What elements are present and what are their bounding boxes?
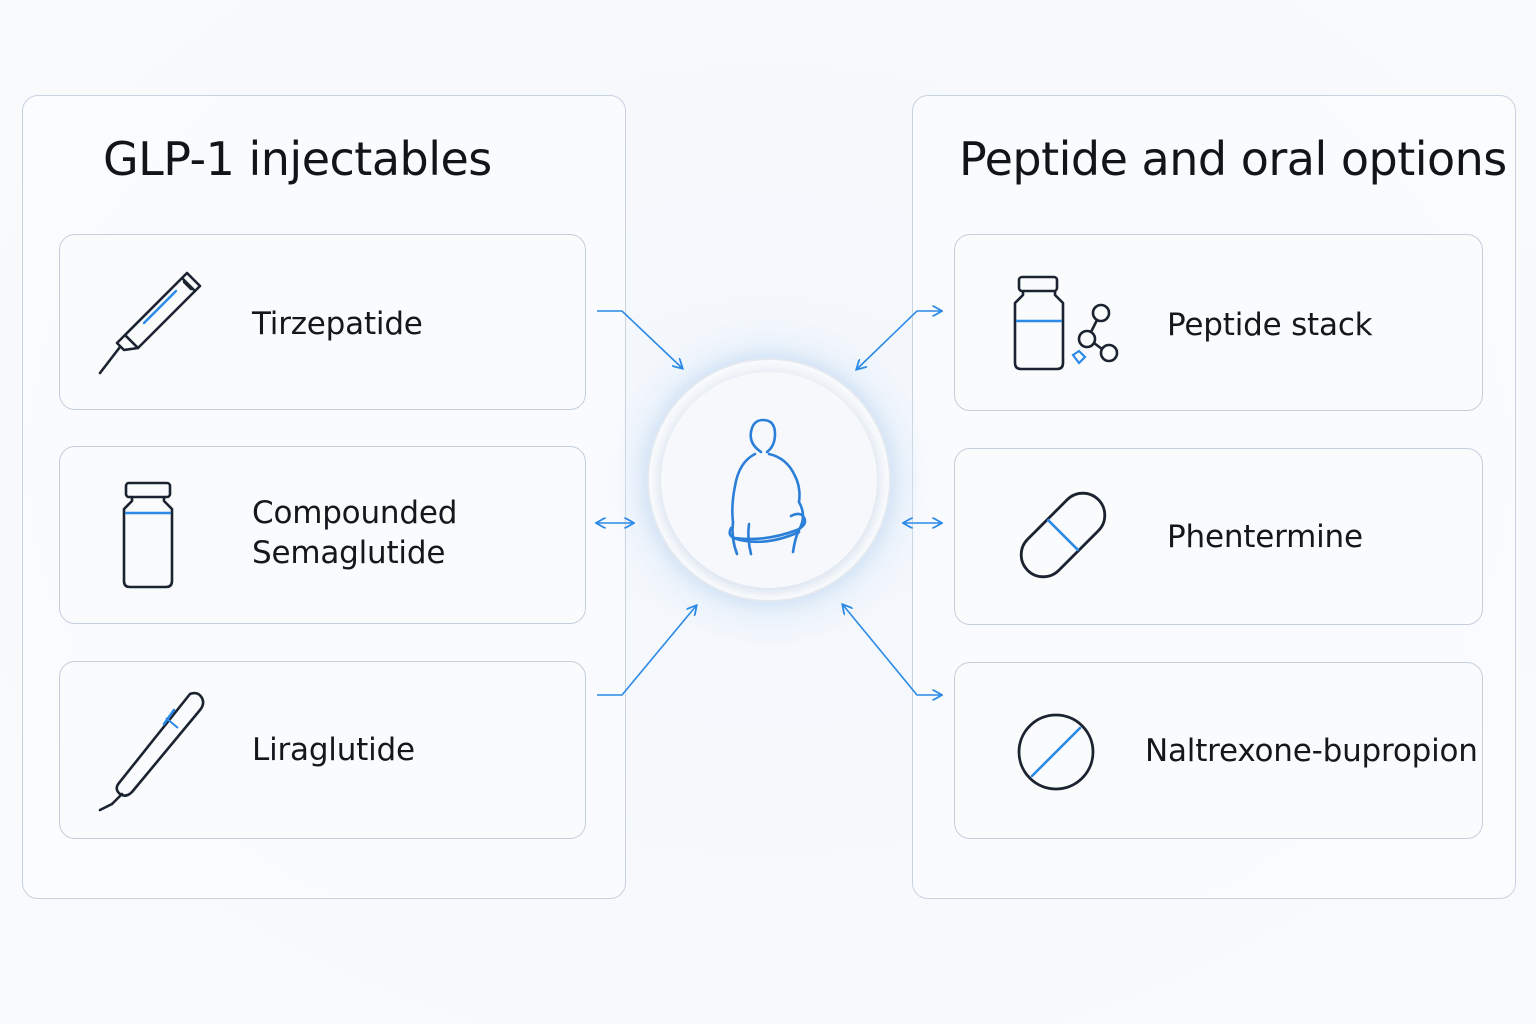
label-compounded: Compounded <box>252 495 458 531</box>
card-peptide-stack[interactable]: Peptide stack <box>954 234 1483 411</box>
panel-title-peptide-oral: Peptide and oral options <box>959 132 1507 186</box>
tablet-icon <box>1017 713 1095 791</box>
label-semaglutide: Semaglutide <box>252 535 446 571</box>
peptide-oral-options-panel: Peptide and oral options Peptide stack <box>912 95 1516 899</box>
label-tirzepatide: Tirzepatide <box>252 306 423 342</box>
pen-injector-icon <box>98 271 202 375</box>
card-phentermine[interactable]: Phentermine <box>954 448 1483 625</box>
card-naltrexone-bupropion[interactable]: Naltrexone-bupropion <box>954 662 1483 839</box>
hub-circle[interactable] <box>647 358 891 602</box>
injector-pen-icon <box>98 691 205 812</box>
panel-title-glp1: GLP-1 injectables <box>103 132 492 186</box>
capsule-icon <box>1019 491 1107 579</box>
vial-molecule-icon <box>1013 275 1119 371</box>
label-liraglutide: Liraglutide <box>252 732 415 768</box>
label-naltrexone-bupropion: Naltrexone-bupropion <box>1145 733 1478 769</box>
hub-inner-circle <box>661 372 877 588</box>
card-liraglutide[interactable]: Liraglutide <box>59 661 586 839</box>
label-phentermine: Phentermine <box>1167 519 1363 555</box>
card-tirzepatide[interactable]: Tirzepatide <box>59 234 586 410</box>
body-waist-measure-icon <box>728 418 807 556</box>
glp1-injectables-panel: GLP-1 injectables Tirzepatide <box>22 95 626 899</box>
vial-icon <box>122 481 174 589</box>
label-peptide-stack: Peptide stack <box>1167 307 1373 343</box>
card-compounded-semaglutide[interactable]: Compounded Semaglutide <box>59 446 586 624</box>
